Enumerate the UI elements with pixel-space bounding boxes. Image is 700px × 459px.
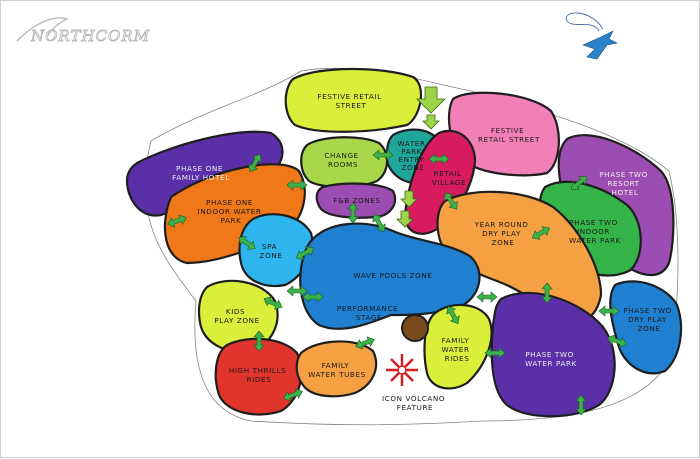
entry-arrow-icon: [396, 86, 446, 228]
label-phase-two-dry-play-zone: PHASE TWO DRY PLAY ZONE: [623, 306, 675, 333]
connector-arrow-icon: [428, 153, 450, 165]
label-phase-one-indoor-water-park: PHASE ONE INDOOR WATER PARK: [198, 198, 265, 225]
connector-arrow-icon: [302, 291, 324, 303]
connector-arrow-icon: [347, 202, 359, 224]
label-year-round-dry-play: YEAR ROUND DRY PLAY ZONE: [474, 220, 532, 247]
zone-spa: [238, 213, 314, 288]
label-change-rooms: CHANGE ROOMS: [324, 151, 361, 169]
connector-arrow-icon: [295, 246, 315, 260]
connector-arrow-icon: [598, 305, 620, 317]
label-phase-one-family-hotel: PHASE ONE FAMILY HOTEL: [172, 164, 230, 182]
connector-arrow-icon: [263, 296, 283, 310]
connector-arrow-icon: [570, 176, 588, 190]
connector-arrow-icon: [248, 153, 262, 173]
connector-arrow-icon: [283, 388, 303, 402]
label-retail-village: RETAIL VILLAGE: [432, 169, 466, 187]
connector-arrow-icon: [286, 179, 308, 191]
zone-labels: FESTIVE RETAIL STREET CHANGE ROOMS WATER…: [172, 92, 675, 412]
label-phase-two-water-park: PHASE TWO WATER PARK: [525, 350, 577, 368]
connector-arrow-icon: [355, 336, 375, 350]
connector-arrow-icon: [575, 394, 587, 416]
connector-arrow-icon: [476, 291, 498, 303]
label-kids-play-zone: KIDS PLAY ZONE: [214, 307, 259, 325]
connector-arrow-icon: [167, 214, 187, 228]
zone-festive-retail-street-top: [284, 67, 422, 133]
connector-arrow-icon: [372, 149, 394, 161]
performance-stage-marker: [401, 314, 429, 342]
connector-arrow-icon: [484, 347, 506, 359]
zone-high-thrills: [214, 337, 303, 416]
connector-arrow-icon: [253, 330, 265, 352]
connector-arrow-icon: [286, 285, 308, 297]
connector-arrow-icon: [238, 236, 256, 250]
zone-change-rooms: [300, 136, 389, 189]
label-family-water-rides: FAMILY WATER RIDES: [442, 336, 473, 363]
label-phase-two-indoor-water-park: PHASE TWO INDOOR WATER PARK: [569, 218, 621, 245]
label-fb-zones: F&B ZONES: [333, 196, 380, 205]
label-festive-retail-street-top: FESTIVE RETAIL STREET: [317, 92, 384, 110]
volcano-icon: [386, 354, 418, 386]
connector-arrow-icon: [372, 213, 386, 233]
label-performance-stage: PERFORMANCE STAGE: [337, 304, 401, 322]
label-phase-two-resort-hotel: PHASE TWO RESORT HOTEL: [599, 170, 651, 197]
connector-arrow-icon: [444, 192, 458, 210]
logo: NORTHCORM: [16, 17, 150, 45]
label-wave-pools-zone: WAVE POOLS ZONE: [354, 271, 433, 280]
zone-phase-two-dry-play: [609, 280, 683, 375]
connector-arrow-icon: [446, 305, 460, 325]
connector-arrow-icon: [541, 282, 553, 304]
bird-icon: [565, 12, 618, 60]
label-spa-zone: SPA ZONE: [260, 242, 283, 260]
label-high-thrills-rides: HIGH THRILLS RIDES: [229, 366, 289, 384]
label-family-water-tubes: FAMILY WATER TUBES: [308, 361, 366, 379]
label-icon-volcano-feature: ICON VOLCANO FEATURE: [382, 394, 448, 412]
connector-arrow-icon: [607, 334, 627, 348]
label-water-park-entry: WATER PARK ENTRY ZONE: [398, 139, 429, 172]
zone-family-water-rides: [423, 303, 493, 390]
label-festive-retail-street-right: FESTIVE RETAIL STREET: [478, 126, 540, 144]
zone-phase-two-water-park: [490, 291, 616, 418]
logo-text: NORTHCORM: [30, 27, 150, 45]
zone-family-water-tubes: [295, 340, 378, 398]
connection-arrows: [167, 149, 627, 416]
logo-swoosh: [16, 17, 69, 42]
connector-arrow-icon: [531, 226, 551, 240]
